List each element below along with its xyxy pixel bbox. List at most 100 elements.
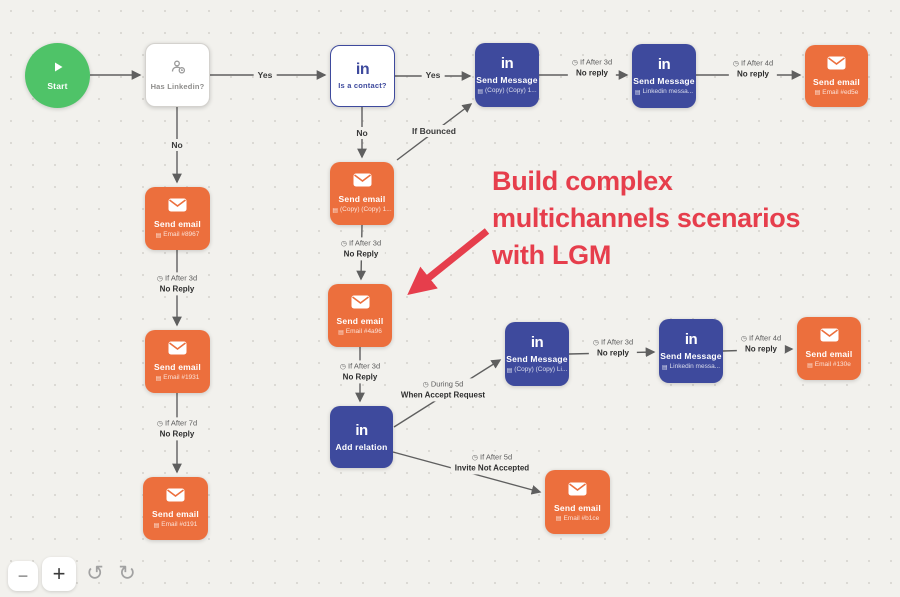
node-send-email-m2[interactable]: Send email▤Email #4a96 <box>328 284 392 347</box>
clock-icon: ◷ <box>732 60 739 68</box>
node-title: Is a contact? <box>338 81 387 91</box>
email-icon <box>568 482 587 501</box>
email-icon <box>351 295 370 314</box>
node-title: Send email <box>152 509 199 520</box>
node-title: Send email <box>154 219 201 230</box>
node-title: Add relation <box>335 441 388 452</box>
email-icon <box>168 341 187 360</box>
email-icon <box>353 173 372 192</box>
zoom-out-button[interactable]: − <box>8 561 38 591</box>
node-start[interactable]: Start <box>25 43 90 108</box>
node-title: Send Message <box>660 351 722 362</box>
clock-icon: ◷ <box>339 363 346 371</box>
node-subtitle: ▤(Copy) (Copy) Li... <box>506 366 568 374</box>
email-icon <box>827 56 846 75</box>
node-has-linkedin[interactable]: Has Linkedin? <box>145 43 210 107</box>
edge-label-no-2: No <box>352 127 372 139</box>
node-send-email-tr[interactable]: Send email▤Email #ed5e <box>805 45 868 107</box>
clock-icon: ◷ <box>740 335 747 343</box>
edge-label-no-1: No <box>167 139 187 151</box>
linkedin-icon: in <box>355 61 370 79</box>
template-icon: ▤ <box>814 90 821 97</box>
template-icon: ▤ <box>661 364 668 371</box>
email-icon <box>166 488 185 507</box>
node-title: Has Linkedin? <box>150 81 205 91</box>
zoom-in-button[interactable]: + <box>42 557 76 591</box>
node-send-email-m1[interactable]: Send email▤(Copy) (Copy) 1... <box>330 162 394 225</box>
node-title: Send Message <box>476 75 538 86</box>
node-title: Send email <box>154 362 201 373</box>
node-title: Send Message <box>506 354 568 365</box>
edge-label-yes-1: Yes <box>253 69 277 81</box>
email-icon <box>820 328 839 347</box>
node-send-email-r[interactable]: Send email▤Email #130e <box>797 317 861 380</box>
template-icon: ▤ <box>153 522 160 529</box>
node-subtitle: ▤Email #8967 <box>155 231 200 239</box>
template-icon: ▤ <box>338 329 344 336</box>
template-icon: ▤ <box>477 88 483 95</box>
node-subtitle: ▤Email #130e <box>807 361 851 369</box>
linkedin-icon: in <box>657 56 671 74</box>
node-send-email-l1[interactable]: Send email▤Email #8967 <box>145 187 210 250</box>
template-icon: ▤ <box>332 207 338 214</box>
node-title: Send email <box>554 502 601 513</box>
template-icon: ▤ <box>506 367 513 374</box>
clock-icon: ◷ <box>340 240 347 248</box>
node-send-email-l3[interactable]: Send email▤Email #d191 <box>143 477 208 540</box>
edge-label-yes-2: Yes <box>421 69 445 81</box>
clock-icon: ◷ <box>571 59 578 67</box>
template-icon: ▤ <box>555 516 562 523</box>
node-title: Send email <box>338 194 386 205</box>
linkedin-icon: in <box>355 421 368 439</box>
annotation-arrow <box>407 228 490 296</box>
node-is-a-contact[interactable]: in Is a contact? <box>330 45 395 107</box>
annotation-text: Build complex multichannels scenarios wi… <box>492 163 801 274</box>
linkedin-icon: in <box>500 55 514 73</box>
node-subtitle: ▤Email #1931 <box>155 374 200 382</box>
clock-icon: ◷ <box>156 420 163 428</box>
node-subtitle: ▤Linkedin messa... <box>661 363 721 371</box>
clock-icon: ◷ <box>471 454 478 462</box>
clock-icon: ◷ <box>592 339 599 347</box>
template-icon: ▤ <box>634 89 641 96</box>
node-subtitle: ▤(Copy) (Copy) 1... <box>477 87 537 95</box>
linkedin-icon: in <box>684 331 698 349</box>
node-title: Send email <box>336 316 384 327</box>
node-title: Send Message <box>633 76 695 87</box>
email-icon <box>168 198 187 217</box>
node-title: Send email <box>813 76 860 87</box>
node-send-email-b[interactable]: Send email▤Email #b1ce <box>545 470 610 534</box>
user-search-icon <box>170 59 186 80</box>
node-subtitle: ▤(Copy) (Copy) 1... <box>332 206 392 214</box>
clock-icon: ◷ <box>156 275 163 283</box>
node-subtitle: ▤Email #ed5e <box>814 88 859 97</box>
node-subtitle: ▤Email #4a96 <box>338 328 382 336</box>
annotation-line: multichannels scenarios <box>492 203 801 233</box>
node-title: Start <box>47 80 68 91</box>
undo-button[interactable]: ↺ <box>82 561 108 587</box>
clock-icon: ◷ <box>422 381 429 389</box>
node-send-email-l2[interactable]: Send email▤Email #1931 <box>145 330 210 393</box>
redo-button[interactable]: ↻ <box>114 561 140 587</box>
node-subtitle: ▤Linkedin messa... <box>634 88 694 96</box>
template-icon: ▤ <box>807 362 813 369</box>
template-icon: ▤ <box>155 375 162 382</box>
edge-label-if-bounced: If Bounced <box>408 125 460 137</box>
template-icon: ▤ <box>155 232 162 239</box>
annotation-line: Build complex <box>492 166 673 196</box>
